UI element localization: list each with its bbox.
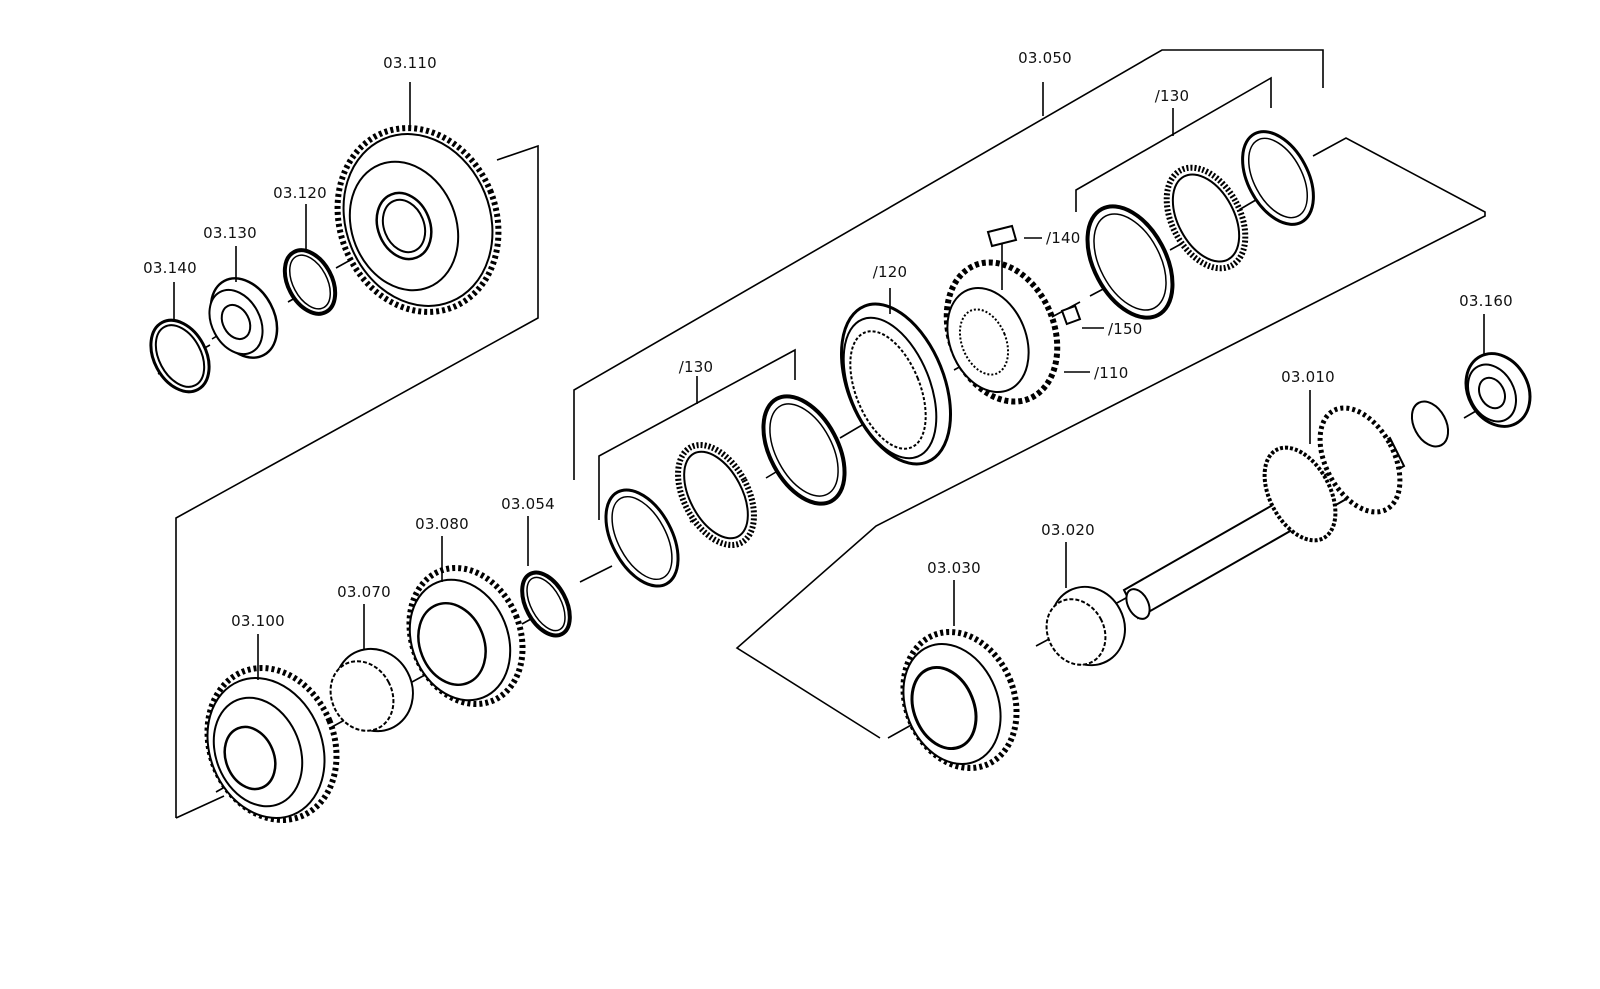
label-03-010: 03.010	[1281, 368, 1335, 386]
part-03-160-bearing	[1464, 352, 1532, 428]
label-130-bottom: /130	[678, 358, 714, 376]
part-03-140-ring	[149, 318, 211, 394]
label-130-top: /130	[1154, 87, 1190, 105]
part-03-110-gear	[334, 125, 502, 315]
label-03-050: 03.050	[1018, 49, 1072, 67]
label-03-120: 03.120	[273, 184, 327, 202]
part-03-080-gear	[406, 565, 526, 707]
part-130-top-rings	[1085, 130, 1315, 320]
label-03-080: 03.080	[415, 515, 469, 533]
label-110: /110	[1094, 364, 1129, 382]
label-120: /120	[872, 263, 908, 281]
part-03-054-circlip	[520, 570, 572, 638]
part-03-130-bearing	[208, 277, 279, 359]
label-150: /150	[1108, 320, 1143, 338]
bracket-left-assembly	[175, 144, 539, 818]
part-03-120-circlip	[282, 248, 338, 316]
label-03-030: 03.030	[927, 559, 981, 577]
part-03-010-shaft	[1122, 400, 1450, 620]
part-130-bottom-rings	[604, 394, 847, 588]
part-03-100-gear	[204, 665, 340, 823]
part-03-020-needle-bearing	[1045, 585, 1126, 667]
bracket-03-050	[573, 49, 1324, 480]
part-110-hub	[943, 259, 1061, 405]
label-03-100: 03.100	[231, 612, 285, 630]
label-03-160: 03.160	[1459, 292, 1513, 310]
label-03-130: 03.130	[203, 224, 257, 242]
label-03-070: 03.070	[337, 583, 391, 601]
label-03-140: 03.140	[143, 259, 197, 277]
bracket-right-assembly	[735, 137, 1486, 739]
label-03-020: 03.020	[1041, 521, 1095, 539]
bracket-left-tail	[175, 795, 225, 819]
part-120-sleeve	[839, 302, 953, 466]
part-03-030-gear	[900, 629, 1020, 771]
part-140-key	[986, 224, 1018, 290]
assembly-brackets	[175, 49, 1486, 819]
part-150-spring	[1060, 304, 1082, 326]
label-140: /140	[1046, 229, 1081, 247]
label-leaders	[173, 82, 1485, 680]
label-03-054: 03.054	[501, 495, 555, 513]
label-03-110: 03.110	[383, 54, 437, 72]
part-03-070-needle-bearing	[329, 647, 414, 733]
